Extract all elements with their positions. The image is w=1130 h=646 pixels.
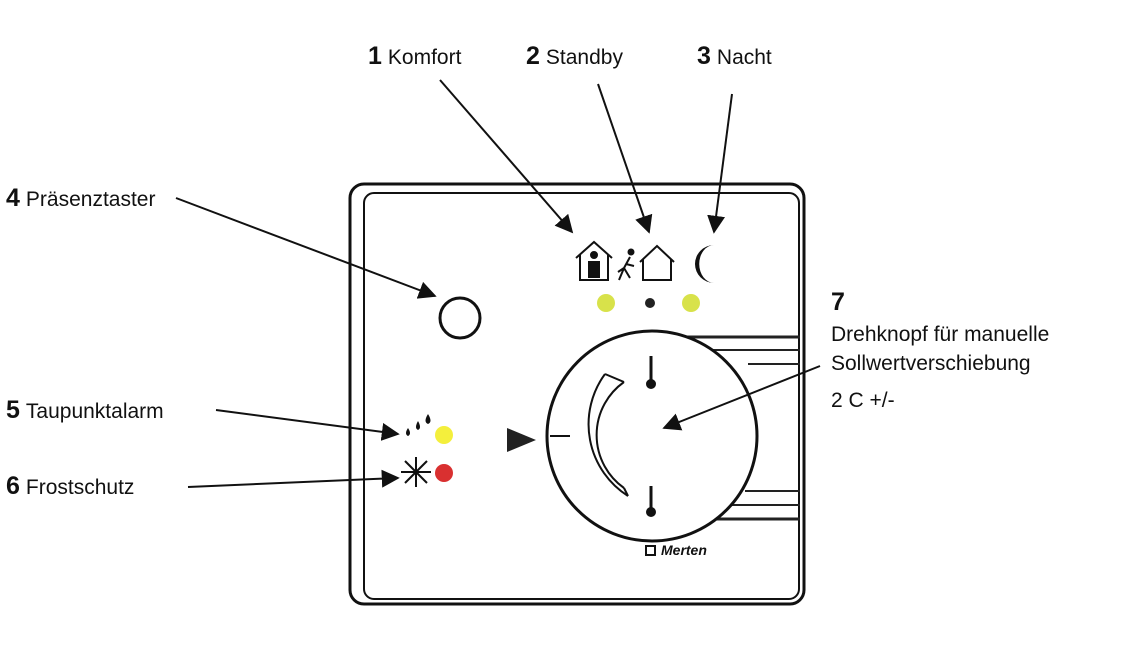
thermometer-bottom-icon [646, 486, 656, 517]
callout-arrow-standby [597, 83, 653, 234]
callout-drehknopf-description: Drehknopf für manuelle Sollwertverschieb… [831, 320, 1049, 415]
frost-led [435, 464, 453, 482]
thermometer-top-icon [646, 356, 656, 389]
presence-button[interactable] [438, 296, 482, 340]
standby-running-person-house-icon [617, 244, 675, 281]
standby-led [645, 298, 655, 308]
callout-arrow-nacht [707, 93, 733, 234]
callout-arrow-taupunktalarm [215, 409, 400, 441]
callout-arrow-frostschutz [187, 469, 400, 488]
brand-square-icon [645, 545, 656, 556]
drehknopf-line-3: 2 C +/- [831, 389, 895, 412]
callout-drehknopf-number: 7 [831, 288, 845, 316]
komfort-led [597, 294, 615, 312]
callout-arrow-komfort [439, 79, 574, 234]
dewpoint-drops-icon [406, 414, 431, 436]
rotary-knob[interactable] [545, 329, 759, 543]
pointer-triangle-icon [507, 428, 536, 452]
komfort-house-person-icon [575, 240, 613, 281]
drehknopf-line-1: Drehknopf für manuelle [831, 323, 1050, 346]
callout-arrow-drehknopf [662, 365, 821, 431]
night-moon-icon [695, 245, 714, 283]
dewpoint-led [435, 426, 453, 444]
night-led [682, 294, 700, 312]
brand-logo: Merten [661, 542, 707, 558]
callout-arrow-praesenztaster [175, 197, 437, 299]
drehknopf-line-2: Sollwertverschiebung [831, 352, 1031, 375]
frost-snowflake-icon [401, 457, 431, 487]
